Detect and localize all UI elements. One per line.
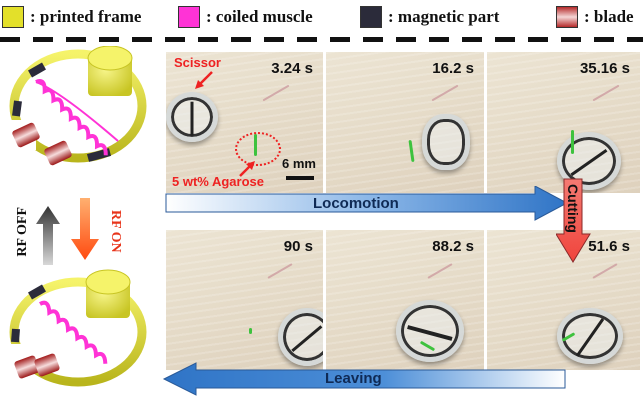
scissor-robot <box>422 114 470 170</box>
timestamp: 51.6 s <box>588 238 630 255</box>
scale-bar <box>286 176 314 180</box>
timestamp: 88.2 s <box>432 238 474 255</box>
robot-closed-state <box>4 269 147 387</box>
frame-51-6s: 51.6 s <box>487 230 640 370</box>
frame-3-24s: 3.24 s Scissor 5 wt% Agarose 6 mm <box>166 52 323 193</box>
rf-on-label: RF ON <box>108 210 123 253</box>
legend-label: : blade <box>584 7 634 26</box>
scissor-robot <box>396 300 464 362</box>
agarose-label: 5 wt% Agarose <box>172 174 264 189</box>
timestamp: 16.2 s <box>432 60 474 77</box>
robot-open-state <box>6 46 147 166</box>
agarose-gel <box>408 139 415 163</box>
locomotion-arrow-icon <box>165 186 569 221</box>
timestamp: 35.16 s <box>579 60 630 77</box>
legend-label: : magnetic part <box>388 7 500 26</box>
leaving-arrow-icon <box>162 362 566 396</box>
frame-88-2s: 88.2 s <box>326 230 484 370</box>
cutting-arrow-icon <box>556 178 591 263</box>
legend-item-coiled-muscle: : coiled muscle <box>178 6 313 28</box>
legend-item-printed-frame: : printed frame <box>2 6 141 28</box>
scissor-label: Scissor <box>174 55 221 70</box>
dashed-divider <box>0 37 643 42</box>
printed-frame-swatch-icon <box>2 6 24 28</box>
timestamp: 3.24 s <box>271 60 313 77</box>
agarose-gel <box>571 130 574 154</box>
schematic-diagram <box>4 46 147 387</box>
red-arrow-icon <box>239 161 255 177</box>
timestamp: 90 s <box>283 238 313 255</box>
scissor-robot <box>166 92 218 142</box>
scale-label: 6 mm <box>282 156 316 171</box>
frame-90s: 90 s <box>166 230 323 370</box>
locomotion-label: Locomotion <box>313 195 399 212</box>
rf-on-arrow-icon <box>71 198 99 260</box>
legend-item-magnetic-part: : magnetic part <box>360 6 499 28</box>
legend-label: : printed frame <box>30 7 142 26</box>
legend-label: : coiled muscle <box>206 7 313 26</box>
dotted-circle-marker <box>235 132 281 166</box>
rf-off-label: RF OFF <box>15 207 30 257</box>
blade-swatch-icon <box>556 6 578 28</box>
magnetic-part-swatch-icon <box>360 6 382 28</box>
coiled-muscle-swatch-icon <box>178 6 200 28</box>
scissor-robot <box>278 308 323 366</box>
rf-off-arrow-icon <box>36 206 60 265</box>
leaving-label: Leaving <box>325 370 382 387</box>
cutting-label: Cutting <box>565 184 581 233</box>
red-arrow-icon <box>195 71 213 89</box>
legend: : printed frame : coiled muscle : magnet… <box>0 2 643 32</box>
legend-item-blade: : blade <box>556 6 634 28</box>
frame-16-2s: 16.2 s <box>326 52 484 193</box>
agarose-fragment <box>249 328 252 334</box>
frame-35-16s: 35.16 s <box>487 52 640 193</box>
